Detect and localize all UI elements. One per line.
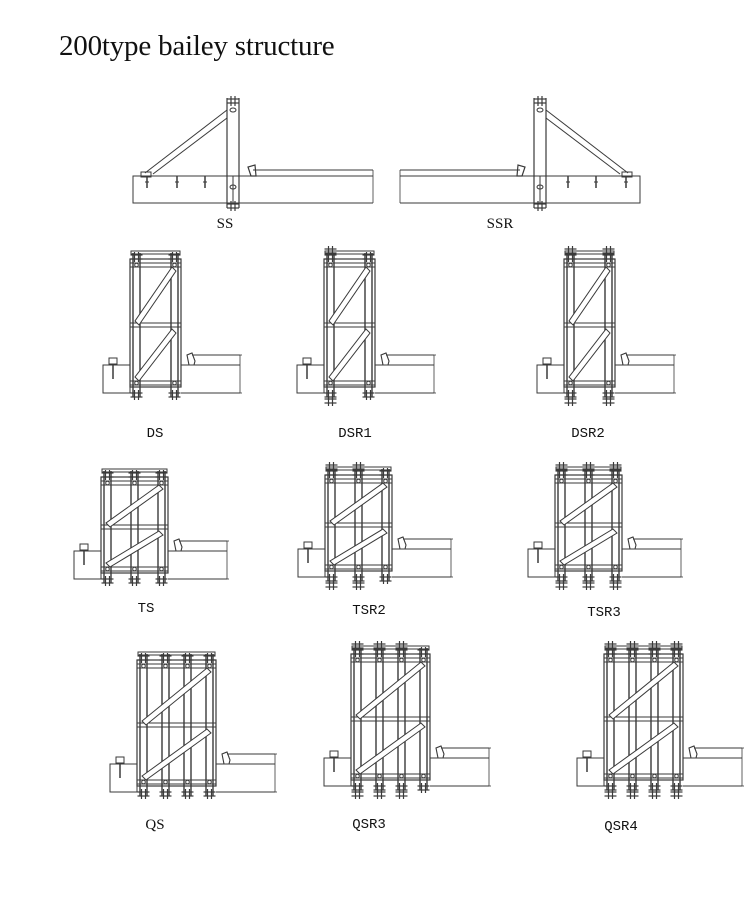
page-title: 200type bailey structure	[59, 30, 335, 62]
truss-drawing-dsr2	[536, 246, 676, 406]
figure-label-tsr2: TSR2	[352, 603, 386, 619]
figure-label-qs: QS	[145, 817, 165, 833]
figure-label-ds: DS	[146, 426, 164, 442]
truss-drawing-dsr1	[296, 246, 436, 406]
truss-drawing-tsr3	[527, 462, 683, 590]
figure-label-tsr3: TSR3	[587, 605, 621, 621]
truss-drawing-tsr2	[297, 462, 453, 590]
figure-label-ts: TS	[137, 601, 155, 617]
truss-drawing-qs	[109, 651, 277, 799]
truss-drawing-ds	[102, 250, 242, 400]
truss-drawing-ssr	[399, 96, 641, 211]
figure-label-qsr3: QSR3	[352, 817, 386, 833]
truss-drawing-ts	[73, 468, 229, 586]
truss-drawing-ss	[132, 96, 374, 211]
figure-label-qsr4: QSR4	[604, 819, 638, 835]
truss-drawing-qsr3	[323, 641, 491, 799]
figure-label-ssr: SSR	[486, 216, 514, 232]
figure-label-ss: SS	[216, 216, 234, 232]
figure-label-dsr2: DSR2	[571, 426, 605, 442]
truss-drawing-qsr4	[576, 641, 744, 799]
figure-label-dsr1: DSR1	[338, 426, 372, 442]
